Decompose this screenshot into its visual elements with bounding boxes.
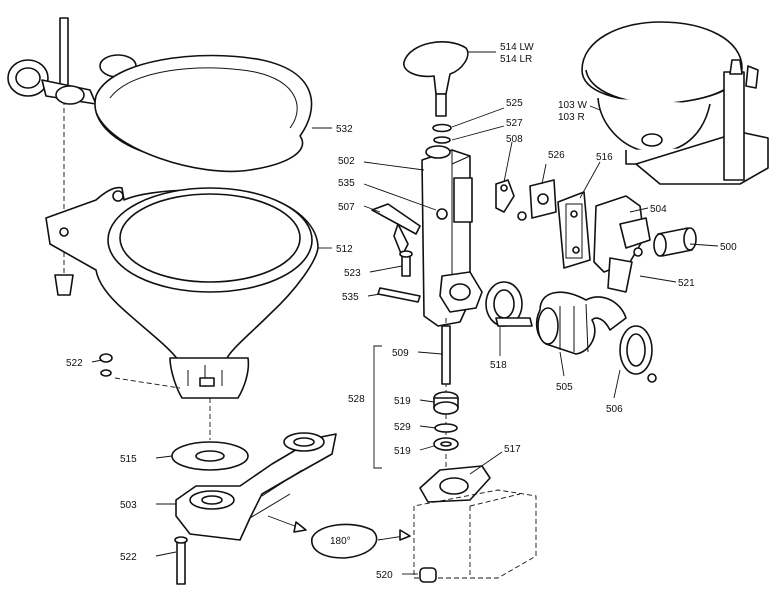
- washer-nut-set-upper: [99, 353, 181, 389]
- label-508: 508: [506, 134, 523, 145]
- rotation-arrow: [267, 515, 411, 559]
- label-525: 525: [506, 98, 523, 109]
- hose-clamp: [619, 325, 657, 383]
- base-bolt: [174, 536, 188, 585]
- label-514-lw: 514 LW: [500, 42, 534, 53]
- square-gasket: [529, 179, 557, 219]
- label-527: 527: [506, 118, 523, 129]
- label-505: 505: [556, 382, 573, 393]
- label-512: 512: [336, 244, 353, 255]
- label-504: 504: [650, 204, 667, 215]
- label-103-w: 103 W: [558, 100, 587, 111]
- intake-housing: [593, 195, 651, 293]
- label-522-lower: 522: [120, 552, 137, 563]
- label-516: 516: [596, 152, 613, 163]
- hose-adapter: [653, 227, 697, 257]
- intake-valve-gasket: [557, 191, 591, 269]
- label-514-lr: 514 LR: [500, 54, 532, 65]
- label-519-lower: 519: [394, 446, 411, 457]
- handle-rings: [432, 123, 452, 144]
- discharge-elbow: [535, 291, 627, 355]
- label-528: 528: [348, 394, 365, 405]
- label-180-degrees: 180°: [330, 536, 351, 547]
- label-535-upper: 535: [338, 178, 355, 189]
- label-507: 507: [338, 202, 355, 213]
- label-529: 529: [394, 422, 411, 433]
- label-535-lower: 535: [342, 292, 359, 303]
- label-506: 506: [606, 404, 623, 415]
- callout-labels: 514 LW 514 LR 532 525 527 103 W 103 R 50…: [66, 42, 737, 581]
- base-gasket: [171, 441, 249, 471]
- label-522-upper: 522: [66, 358, 83, 369]
- pump-body: [421, 145, 483, 327]
- pivot-pin: [377, 287, 421, 303]
- label-509: 509: [392, 348, 409, 359]
- assembled-toilet: [581, 21, 769, 185]
- label-500: 500: [720, 242, 737, 253]
- leader-lines: [91, 51, 719, 575]
- label-518: 518: [490, 360, 507, 371]
- pump-base: [175, 432, 337, 541]
- lever-link: [495, 179, 527, 221]
- toilet-seat-lid: [94, 54, 313, 173]
- label-523: 523: [344, 268, 361, 279]
- label-519-upper: 519: [394, 396, 411, 407]
- piston-rod: [433, 318, 459, 470]
- mounting-bolt: [54, 17, 74, 296]
- outlet-flange: [485, 281, 533, 327]
- pump-handle: [403, 41, 469, 117]
- label-520: 520: [376, 570, 393, 581]
- stud-screw: [399, 250, 413, 277]
- label-526: 526: [548, 150, 565, 161]
- pump-lower-housing: [413, 489, 537, 583]
- label-517: 517: [504, 444, 521, 455]
- label-502: 502: [338, 156, 355, 167]
- label-515: 515: [120, 454, 137, 465]
- valve-plate: [419, 465, 491, 503]
- label-103-r: 103 R: [558, 112, 585, 123]
- label-521: 521: [678, 278, 695, 289]
- toilet-bowl: [45, 186, 319, 399]
- seat-hinge-bracket: [7, 54, 137, 105]
- label-532: 532: [336, 124, 353, 135]
- label-503: 503: [120, 500, 137, 511]
